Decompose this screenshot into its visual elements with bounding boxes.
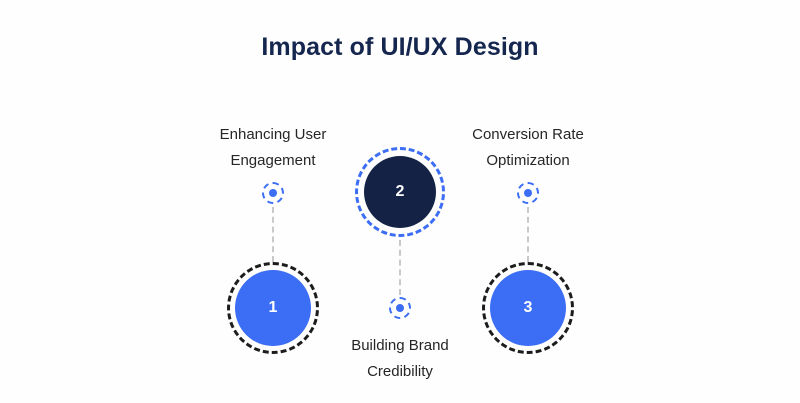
step-node-3-number: 3 bbox=[490, 270, 566, 346]
target-dot-icon bbox=[262, 182, 284, 204]
target-dot-icon-ring bbox=[389, 297, 411, 319]
target-dot-icon-center bbox=[269, 189, 277, 197]
step-label-2: Building Brand Credibility bbox=[300, 333, 500, 385]
step-label-1: Enhancing User Engagement bbox=[173, 122, 373, 174]
connector-line-2 bbox=[399, 240, 401, 295]
step-node-2-dashed-ring bbox=[355, 147, 445, 237]
target-dot-icon-ring bbox=[262, 182, 284, 204]
step-label-2-line-2: Credibility bbox=[367, 363, 433, 380]
step-label-2-line-1: Building Brand bbox=[351, 337, 449, 354]
step-label-3-line-2: Optimization bbox=[486, 152, 570, 169]
target-dot-icon bbox=[389, 297, 411, 319]
step-label-1-line-2: Engagement bbox=[230, 152, 316, 169]
step-node-1-number: 1 bbox=[235, 270, 311, 346]
target-dot-icon-center bbox=[524, 189, 532, 197]
connector-line-1 bbox=[272, 207, 274, 262]
target-dot-icon-ring bbox=[517, 182, 539, 204]
step-node-2-number: 2 bbox=[364, 156, 436, 228]
step-column-1: Enhancing User Engagement 1 bbox=[173, 0, 373, 403]
step-column-3: Conversion Rate Optimization 3 bbox=[428, 0, 628, 403]
step-label-3: Conversion Rate Optimization bbox=[428, 122, 628, 174]
target-dot-icon-center bbox=[396, 304, 404, 312]
step-node-1-dashed-ring bbox=[227, 262, 319, 354]
target-dot-icon bbox=[517, 182, 539, 204]
step-column-2: 2 Building Brand Credibility bbox=[300, 0, 500, 403]
connector-line-3 bbox=[527, 207, 529, 262]
step-node-3-dashed-ring bbox=[482, 262, 574, 354]
step-label-3-line-1: Conversion Rate bbox=[472, 126, 584, 143]
page-title: Impact of UI/UX Design bbox=[261, 33, 539, 61]
step-label-1-line-1: Enhancing User bbox=[219, 126, 327, 143]
